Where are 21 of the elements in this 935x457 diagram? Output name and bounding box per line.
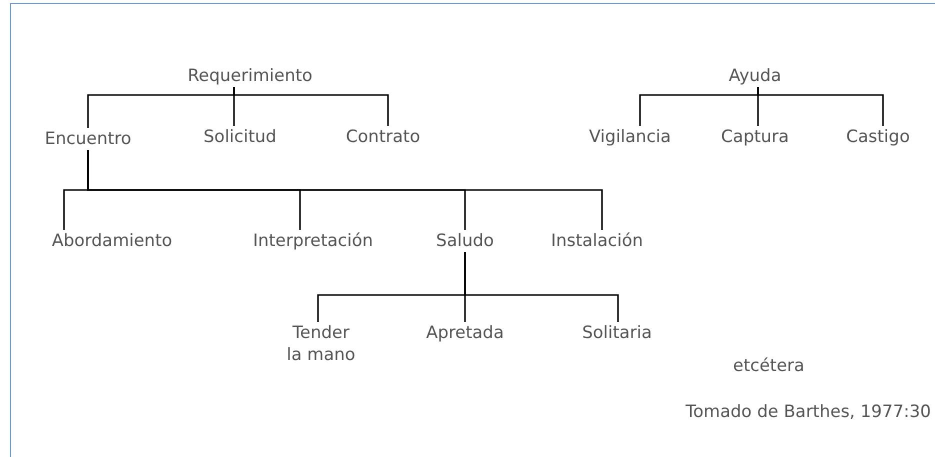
tree-node-label: Instalación	[533, 230, 661, 252]
tree-node-label: Ayuda	[718, 65, 792, 87]
tree-node-label: Solitaria	[567, 322, 667, 344]
tree-node-label: Interpretación	[231, 230, 395, 252]
tree-node-label: Saludo	[425, 230, 505, 252]
tree-node-label: Requerimiento	[173, 65, 327, 87]
tree-node-label: Captura	[708, 126, 802, 148]
tree-node-label: Vigilancia	[573, 126, 687, 148]
tree-node-label: Castigo	[833, 126, 923, 148]
tree-node-label: Solicitud	[189, 126, 291, 148]
note-text: etcétera	[733, 355, 804, 377]
tree-node-label: Contrato	[331, 126, 435, 148]
source-caption: Tomado de Barthes, 1977:30	[686, 401, 931, 423]
tree-node-label: Apretada	[411, 322, 519, 344]
tree-node-label: Encuentro	[32, 128, 144, 150]
tree-node-label: Tender la mano	[283, 322, 359, 366]
tree-node-label: Abordamiento	[32, 230, 192, 252]
tree-connector	[757, 87, 884, 126]
tree-connector	[233, 87, 389, 126]
tree-connector	[87, 150, 603, 230]
tree-connector	[464, 252, 619, 322]
